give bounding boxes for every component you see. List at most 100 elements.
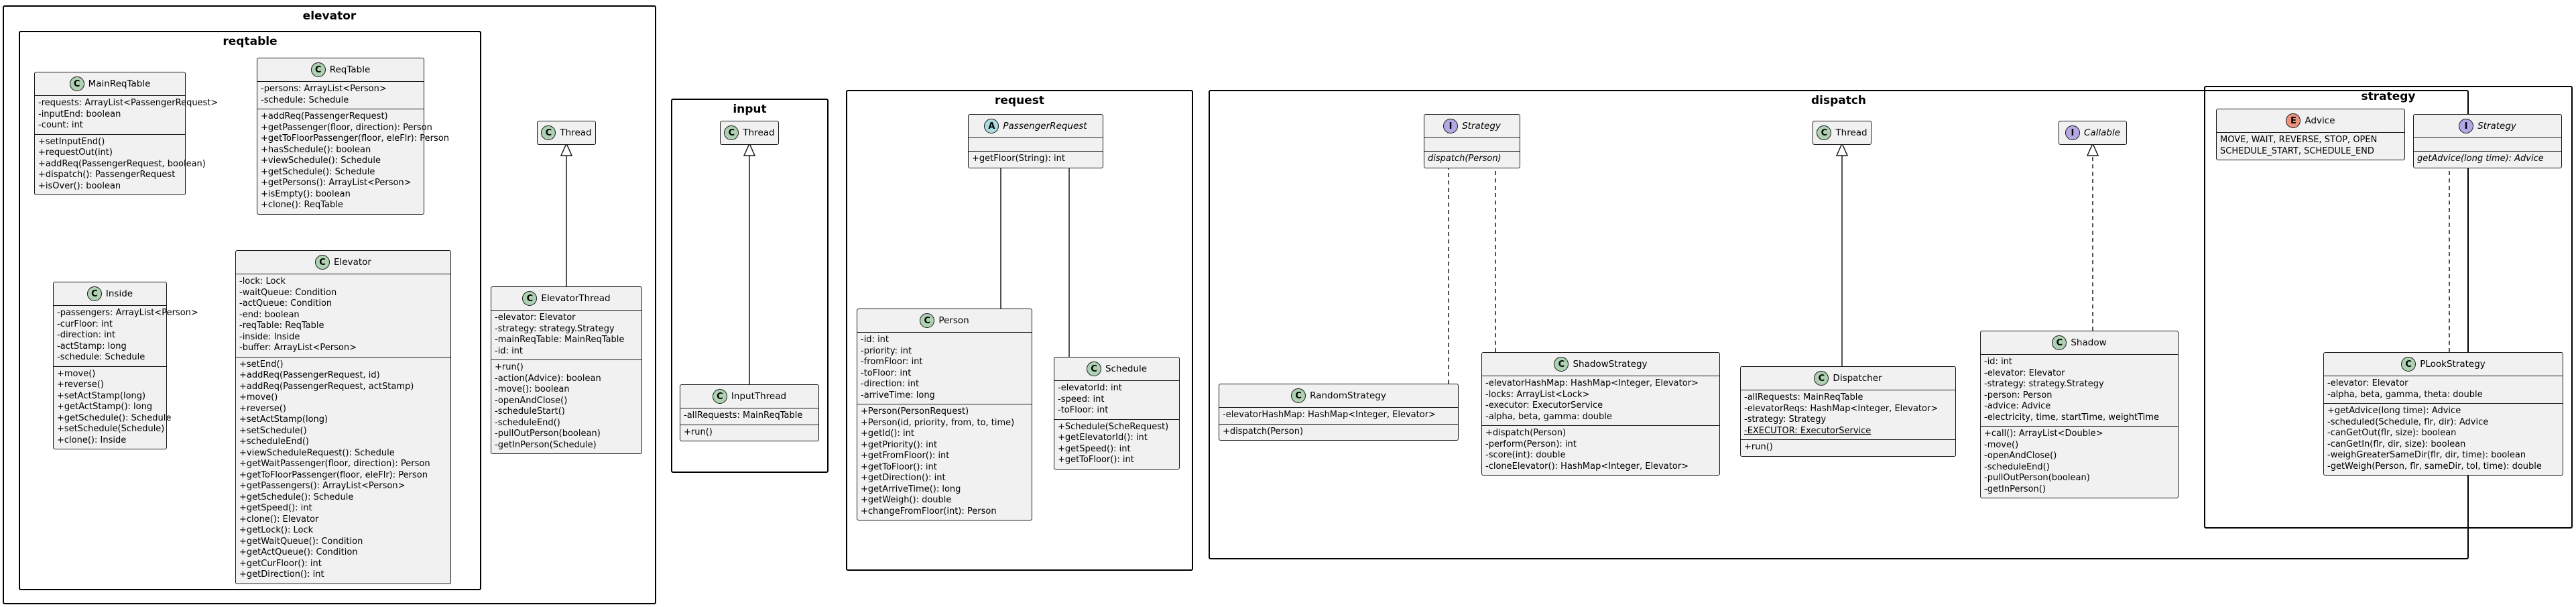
class-field: -elevator: Elevator [2327,378,2408,388]
class-method: +getActStamp(): long [57,402,153,412]
class-name: PLookStrategy [2420,359,2486,370]
class-field: -passengers: ArrayList<Person> [57,308,198,318]
class-method: +getWaitPassenger(floor, direction): Per… [239,459,430,469]
interface-icon: I [1443,119,1459,133]
class-field: -requests: ArrayList<PassengerRequest> [38,98,219,108]
class-field: -actQueue: Condition [239,298,332,309]
class-icon: C [86,286,102,301]
class-method: -scheduleStart() [495,406,565,417]
enum-icon: E [2286,113,2301,128]
package-title: request [995,94,1044,107]
class-name: InputThread [731,391,787,402]
class-method: +getDirection(): int [861,473,946,483]
class-icon: C [920,313,935,328]
class-method: +dispatch(): PassengerRequest [38,170,176,180]
class-field: -lock: Lock [239,276,286,286]
class-name: Dispatcher [1833,373,1882,384]
class-method: +requestOut(int) [38,148,113,158]
class-field: -persons: ArrayList<Person> [261,84,387,94]
class-method: -score(int): double [1485,450,1566,460]
class-icon: C [1817,125,1832,140]
class-method: +getPersons(): ArrayList<Person> [261,178,412,188]
class-method: +addReq(PassengerRequest, id) [239,370,380,380]
class-field: -arriveTime: long [861,390,935,400]
class-method: +call(): ArrayList<Double> [1984,429,2103,439]
class-method: -cloneElevator(): HashMap<Integer, Eleva… [1485,461,1689,472]
class-method: -weighGreaterSameDir(flr, dir, time): bo… [2327,450,2526,460]
class-method: +setActStamp(long) [57,390,146,401]
class-method: +getFromFloor(): int [861,451,950,461]
class-icon: C [1814,371,1829,386]
class-name: ElevatorThread [541,293,611,304]
class-field: -toFloor: int [1058,405,1109,415]
package-title: reqtable [223,35,278,48]
package-title: dispatch [1811,94,1867,107]
package-title: strategy [2361,90,2416,103]
class-name: Thread [743,127,775,138]
class-method: +clone(): ReqTable [261,200,343,210]
class-method: +move() [57,368,96,379]
class-field: MOVE, WAIT, REVERSE, STOP, OPEN [2220,135,2378,145]
class-name: Schedule [1105,364,1148,374]
class-method: +getLock(): Lock [239,525,314,535]
class-method: +getPassengers(): ArrayList<Person> [239,481,406,491]
class-field: -count: int [38,120,83,130]
class-field: -electricity, time, startTime, weightTim… [1984,412,2159,423]
class-icon: C [1291,388,1306,403]
class-method: -action(Advice): boolean [495,373,601,384]
class-method: dispatch(Person) [1428,154,1501,164]
class-method: -pullOutPerson(boolean) [1984,473,2090,483]
class-field: -schedule: Schedule [57,352,145,362]
class-name: Elevator [334,257,371,268]
class-field: -reqTable: ReqTable [239,321,324,331]
class-method: -canGetOut(flr, size): boolean [2327,428,2457,438]
class-field: -person: Person [1984,390,2052,400]
class-field: -strategy: strategy.Strategy [1984,379,2104,389]
class-method: +getCurFloor(): int [239,558,322,569]
class-method: +setSchedule(Schedule) [57,424,165,434]
class-name: RandomStrategy [1310,390,1386,401]
class-field: -priority: int [861,345,912,356]
class-method: -move(): boolean [495,384,570,394]
class-method: -scheduled(Schedule, flr, dir): Advice [2327,417,2489,427]
class-method: +reverse() [57,380,104,390]
class-method: +getWeigh(): double [861,495,952,505]
class-name: Strategy [2477,121,2516,131]
interface-icon: I [2065,125,2080,140]
class-method: +isOver(): boolean [38,180,121,191]
class-field: -strategy: strategy.Strategy [495,323,615,334]
package-title: input [733,103,767,116]
class-field: -alpha, beta, gamma, theta: double [2327,389,2483,400]
class-icon: C [69,76,84,91]
class-icon: C [712,389,727,404]
class-method: -scheduleEnd() [1984,461,2050,472]
class-field: -elevator: Elevator [1984,368,2065,378]
class-field: -curFloor: int [57,319,113,329]
class-name: Shadow [2071,337,2107,348]
class-method: +getSchedule(): Schedule [239,492,354,502]
class-method: +Person(id, priority, from, to, time) [861,417,1015,428]
class-method: -canGetIn(flr, dir, size): boolean [2327,439,2466,449]
class-method: -move() [1984,439,2019,450]
class-method: +getSchedule(): Schedule [57,412,172,423]
class-method: +hasSchedule(): boolean [261,144,371,155]
class-field: -id: int [861,335,890,345]
class-name: Advice [2305,115,2335,126]
class-method: +Schedule(ScheRequest) [1058,421,1169,432]
class-field: -id: int [495,345,524,356]
class-method: +viewScheduleRequest(): Schedule [239,447,395,458]
class-field: -strategy: Strategy [1744,415,1827,425]
class-icon: C [2401,357,2416,372]
class-method: +getAdvice(long time): Advice [2327,406,2461,416]
class-method: +changeFromFloor(int): Person [861,506,997,516]
class-method: -getInPerson(Schedule) [495,439,597,450]
class-field: -elevatorHashMap: HashMap<Integer, Eleva… [1485,378,1699,388]
